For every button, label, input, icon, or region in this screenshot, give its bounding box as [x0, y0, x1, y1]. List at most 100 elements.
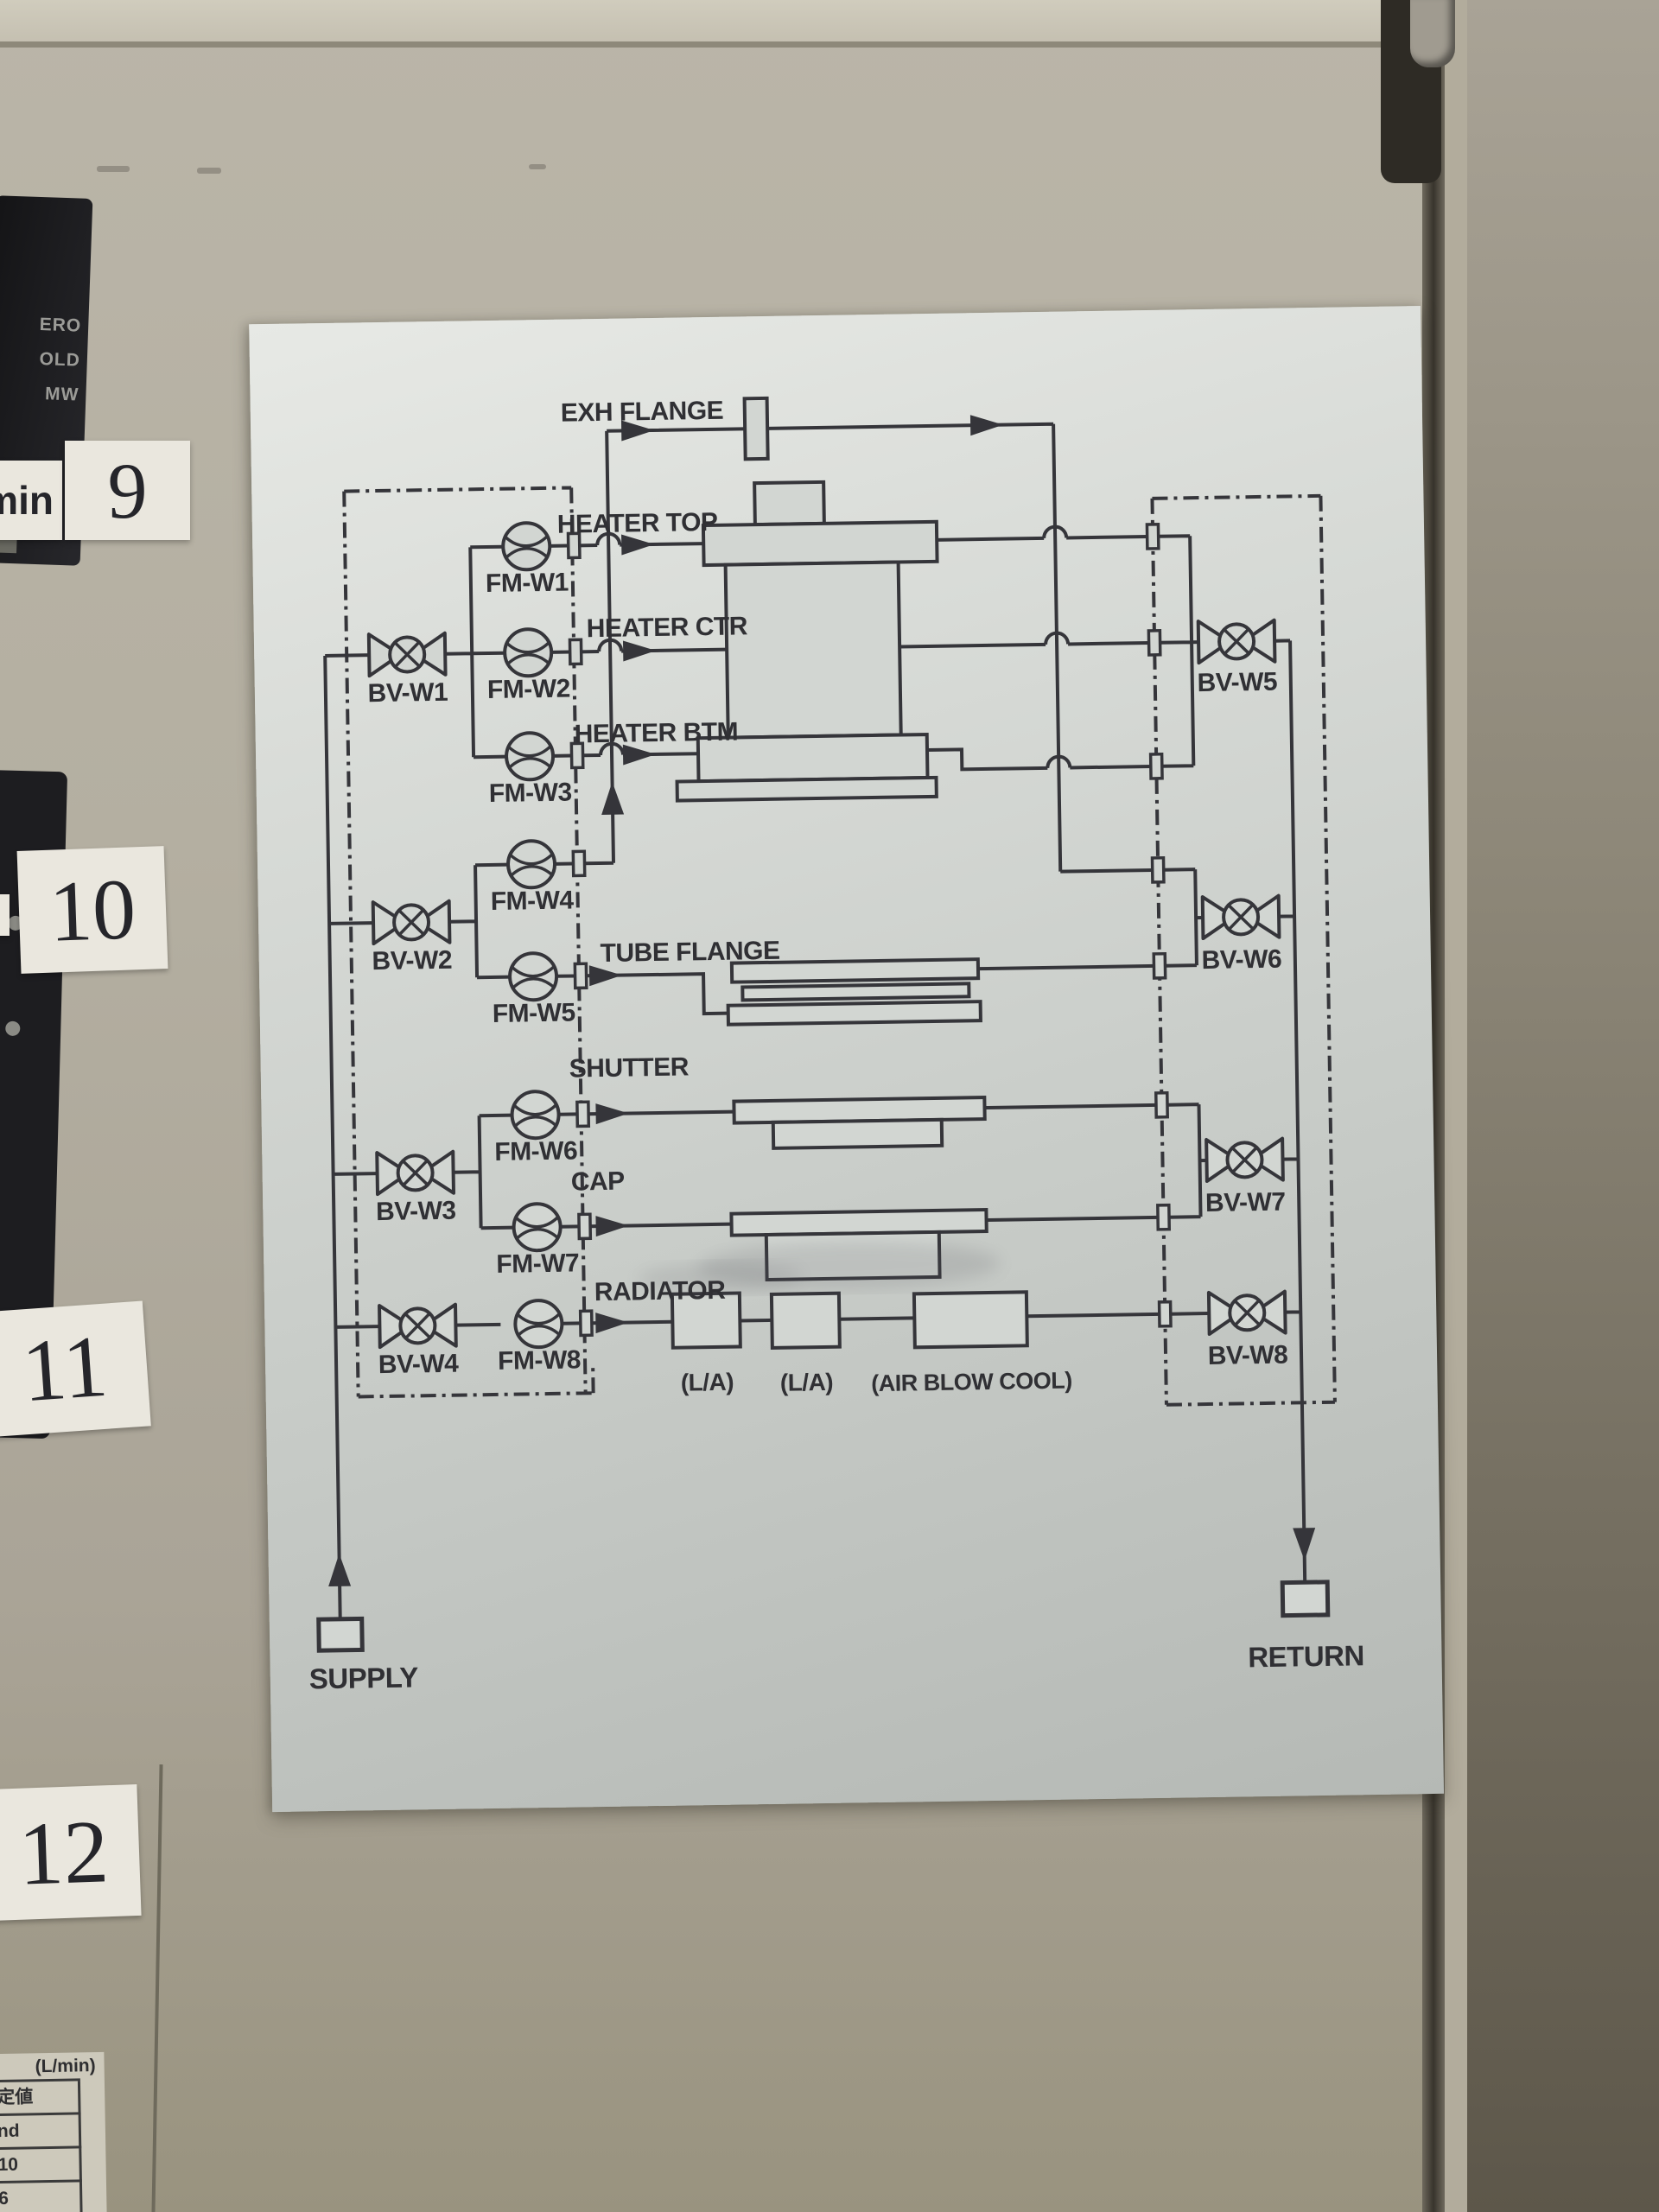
- label-shutter: SHUTTER: [569, 1052, 690, 1083]
- heater-base-plate: [675, 775, 938, 803]
- arrow-right-icon: [969, 415, 1004, 436]
- wall-scuff-mark: [197, 168, 221, 174]
- sticker-number-12: 12: [0, 1783, 142, 1922]
- connector-icon: [1152, 951, 1167, 980]
- meter-text-line: ERO: [39, 315, 82, 336]
- meter-text-line: OLD: [39, 349, 81, 371]
- label-bv-w1: BV-W1: [367, 678, 448, 708]
- label-fm-w6: FM-W6: [494, 1136, 577, 1166]
- arrow-up-icon: [328, 1553, 352, 1587]
- label-la-2: (L/A): [780, 1369, 834, 1396]
- label-fm-w7: FM-W7: [496, 1249, 579, 1279]
- connector-icon: [1147, 629, 1162, 657]
- label-tube-flange: TUBE FLANGE: [600, 937, 779, 968]
- cooling-water-diagram: EXH FLANGE HEATER TOP HEATER CTR HEATER …: [309, 397, 1365, 1695]
- shutter-part: [732, 1096, 987, 1150]
- wall-scuff-mark: [97, 166, 130, 172]
- valve-icon-bv-w5: [1196, 618, 1277, 665]
- radiator-box-airblow: [912, 1290, 1029, 1350]
- label-bv-w7: BV-W7: [1205, 1188, 1286, 1217]
- radiator-box-la1: [670, 1291, 742, 1350]
- wall-scuff-mark: [529, 164, 546, 169]
- label-la-1: (L/A): [681, 1369, 734, 1396]
- label-heater-btm: HEATER BTM: [574, 717, 738, 748]
- sticker-number-10: 10: [16, 846, 168, 974]
- flow-meter-icon-fm-w1: [500, 520, 552, 572]
- door-hinge-cap: [1410, 0, 1455, 67]
- table-row: nd: [0, 2114, 82, 2151]
- connector-icon: [575, 1100, 591, 1128]
- connector-icon: [577, 1212, 593, 1241]
- sticker-number-11: 11: [0, 1300, 151, 1438]
- machine-boundary-right: [1150, 493, 1337, 1407]
- label-bv-w3: BV-W3: [376, 1197, 456, 1226]
- arrow-right-icon: [622, 744, 657, 766]
- flow-meter-icon-fm-w8: [512, 1298, 564, 1350]
- label-bv-w2: BV-W2: [372, 946, 452, 976]
- return-port: [1280, 1580, 1331, 1618]
- label-bv-w8: BV-W8: [1208, 1341, 1288, 1370]
- connector-icon: [568, 638, 583, 666]
- arrow-right-icon: [595, 1103, 629, 1125]
- flow-arrows: [328, 415, 1316, 1587]
- heater-neck: [753, 480, 826, 527]
- door-hinge: [1381, 0, 1455, 183]
- arrow-right-icon: [595, 1216, 629, 1237]
- table-row: 6: [0, 2182, 83, 2212]
- door-edge-line: [151, 1764, 163, 2212]
- label-cap: CAP: [571, 1167, 625, 1197]
- arrow-right-icon: [621, 534, 655, 556]
- sticker-fragment: [0, 894, 10, 936]
- adjacent-panel: [1467, 0, 1659, 2212]
- meter-device-text: ERO OLD MW: [36, 308, 82, 413]
- valve-icon-bv-w4: [378, 1302, 458, 1350]
- table-row: 10: [0, 2148, 82, 2184]
- connector-icon: [1154, 1090, 1169, 1119]
- table-row: 定値: [0, 2081, 81, 2117]
- connector-icon: [573, 962, 588, 990]
- label-fm-w2: FM-W2: [487, 675, 570, 705]
- sticker-number-9: 9: [65, 441, 190, 540]
- arrow-right-icon: [595, 1313, 629, 1334]
- valve-icon-bv-w8: [1206, 1289, 1287, 1336]
- label-air-blow-cool: (AIR BLOW COOL): [871, 1367, 1072, 1396]
- valve-icon-bv-w2: [371, 899, 452, 946]
- meter-text-line: MW: [44, 384, 79, 405]
- heater-top-flange: [701, 519, 939, 568]
- label-fm-w3: FM-W3: [489, 779, 572, 809]
- valve-icon-bv-w1: [366, 631, 448, 678]
- valve-icon-bv-w6: [1200, 893, 1281, 941]
- pipe-lines: [323, 422, 1307, 1619]
- flow-meter-icon-fm-w4: [505, 838, 557, 890]
- table-body: 定値 nd 10 6: [0, 2078, 83, 2212]
- label-fm-w4: FM-W4: [491, 886, 575, 916]
- knob-icon: [5, 1020, 21, 1037]
- connector-icon: [578, 1309, 594, 1338]
- connector-icon: [1150, 856, 1166, 884]
- flow-meter-icon-fm-w2: [502, 626, 554, 678]
- flow-meter-icon-fm-w7: [512, 1201, 563, 1253]
- radiator-box-la2: [769, 1291, 842, 1350]
- label-bv-w4: BV-W4: [378, 1350, 460, 1379]
- valve-icon-bv-w3: [375, 1149, 455, 1197]
- flow-setpoint-table: (L/min) 定値 nd 10 6: [0, 2051, 107, 2212]
- label-fm-w5: FM-W5: [493, 998, 575, 1028]
- label-bv-w5: BV-W5: [1197, 668, 1277, 697]
- connector-icon: [571, 849, 587, 878]
- valve-icon-bv-w7: [1205, 1136, 1285, 1184]
- arrow-right-icon: [588, 965, 623, 987]
- diagram-placard: EXH FLANGE HEATER TOP HEATER CTR HEATER …: [249, 306, 1445, 1813]
- label-fm-w8: FM-W8: [498, 1345, 581, 1376]
- label-return: RETURN: [1248, 1639, 1364, 1673]
- supply-port: [316, 1616, 365, 1653]
- tube-flange-part: [726, 957, 982, 1027]
- arrow-up-icon: [601, 781, 625, 815]
- sticker-unit-min: min: [0, 461, 62, 540]
- flow-meter-icon-fm-w6: [510, 1089, 561, 1141]
- flow-meter-icon-fm-w5: [507, 950, 559, 1002]
- flow-meter-icon-fm-w3: [504, 730, 556, 782]
- arrow-right-icon: [622, 640, 657, 662]
- label-supply: SUPPLY: [309, 1661, 419, 1694]
- heater-body: [723, 560, 903, 740]
